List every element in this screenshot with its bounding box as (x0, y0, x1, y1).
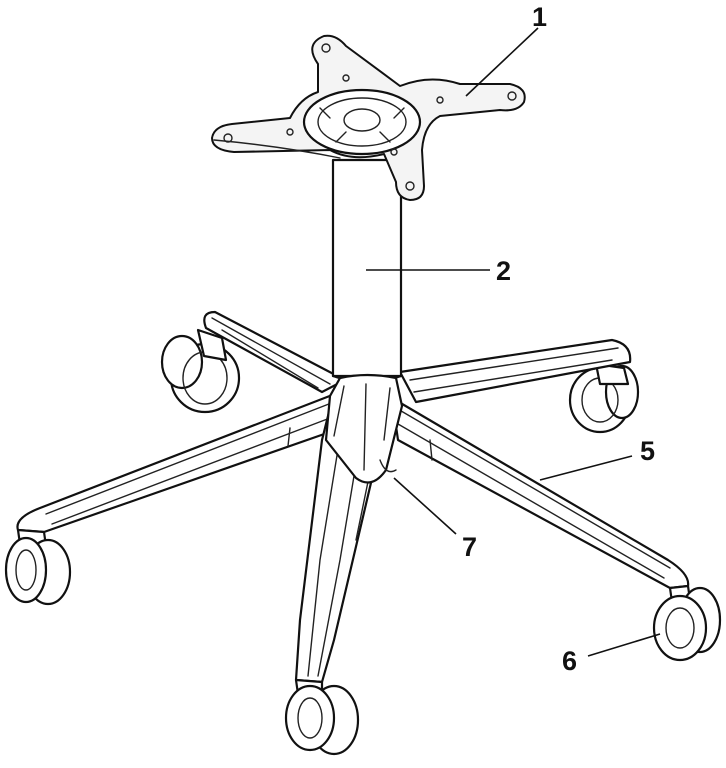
seat-plate (211, 34, 526, 201)
label-7: 7 (462, 532, 477, 562)
leg-back-right (398, 338, 632, 404)
gas-cylinder (331, 158, 403, 384)
label-1: 1 (532, 2, 547, 32)
leader-7 (393, 477, 457, 535)
hub (324, 373, 404, 484)
leg-front-right (390, 396, 690, 590)
label-5: 5 (640, 436, 655, 466)
leader-1 (465, 27, 539, 97)
caster-back-left (160, 328, 241, 414)
leader-5 (539, 455, 633, 481)
label-6: 6 (562, 646, 577, 676)
caster-back-right (568, 362, 640, 434)
leader-6 (587, 633, 661, 657)
leg-back-left (203, 310, 347, 394)
caster-front (284, 678, 360, 756)
caster-front-left (4, 528, 72, 606)
label-2: 2 (496, 256, 511, 286)
caster-front-right (652, 584, 722, 662)
leg-front-left (16, 390, 342, 534)
